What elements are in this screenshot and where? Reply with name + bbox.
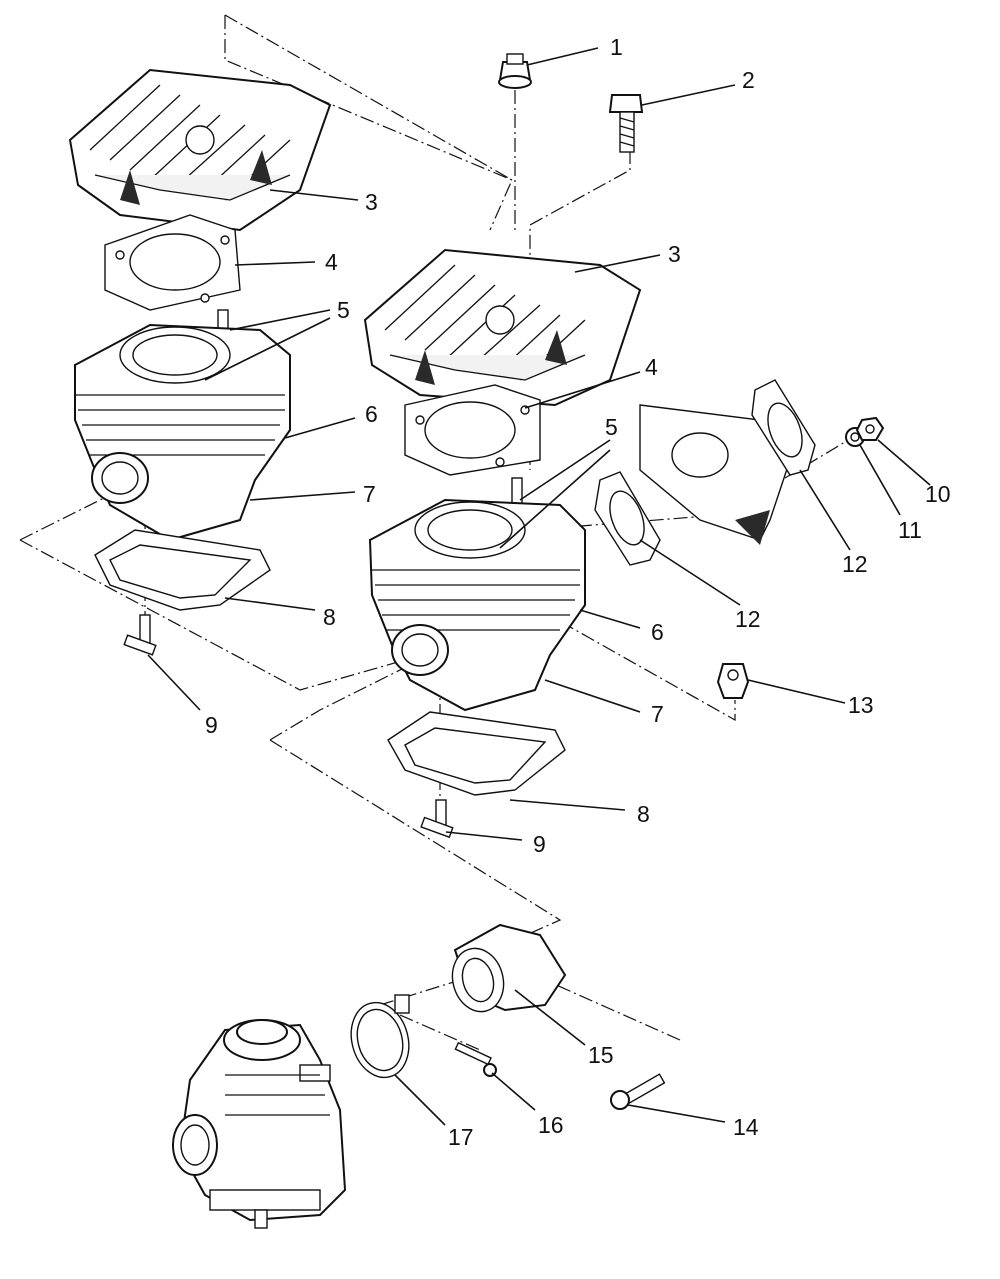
callout-14: 14 bbox=[733, 1114, 759, 1140]
intake-boot-15 bbox=[451, 923, 567, 1013]
cylinder-head-center bbox=[363, 248, 642, 407]
callout-5-center: 5 bbox=[605, 414, 618, 440]
fitting-left bbox=[123, 614, 157, 656]
callout-16: 16 bbox=[538, 1112, 564, 1138]
callout-12-right: 12 bbox=[842, 551, 868, 577]
callout-6-left: 6 bbox=[365, 401, 378, 427]
bolt-2 bbox=[608, 94, 644, 153]
callout-4-left: 4 bbox=[325, 249, 338, 275]
callout-1: 1 bbox=[610, 34, 623, 60]
callout-9-center: 9 bbox=[533, 831, 546, 857]
nut-13 bbox=[716, 663, 750, 699]
cylinder-head-left bbox=[68, 68, 332, 232]
head-gasket-center bbox=[404, 384, 541, 476]
callout-3-center: 3 bbox=[668, 241, 681, 267]
callout-8-left: 8 bbox=[323, 604, 336, 630]
callout-4-center: 4 bbox=[645, 354, 658, 380]
callout-15: 15 bbox=[588, 1042, 614, 1068]
nut-10 bbox=[855, 416, 885, 441]
callout-7-center: 7 bbox=[651, 701, 664, 727]
cylinder-center bbox=[368, 498, 586, 712]
base-gasket-left bbox=[94, 529, 271, 611]
exhaust-gasket-b bbox=[751, 379, 816, 476]
callout-13: 13 bbox=[848, 692, 874, 718]
callout-7-left: 7 bbox=[363, 481, 376, 507]
callout-5-left: 5 bbox=[337, 297, 350, 323]
base-gasket-center bbox=[387, 711, 566, 796]
callout-9-left: 9 bbox=[205, 712, 218, 738]
fitting-center bbox=[420, 799, 454, 839]
carburetor bbox=[172, 1019, 347, 1229]
callout-10: 10 bbox=[925, 481, 951, 507]
head-gasket-left bbox=[104, 214, 241, 311]
exhaust-bracket bbox=[639, 404, 791, 545]
callout-12-center: 12 bbox=[735, 606, 761, 632]
clamp-17 bbox=[350, 994, 410, 1079]
callout-8-center: 8 bbox=[637, 801, 650, 827]
bolt-14 bbox=[610, 1073, 666, 1110]
callout-11: 11 bbox=[898, 517, 922, 543]
leader-lines bbox=[147, 47, 931, 1126]
callout-2: 2 bbox=[742, 67, 755, 93]
exhaust-gasket-a bbox=[594, 471, 661, 566]
nut-1 bbox=[498, 53, 532, 89]
callout-labels: 1 2 3 3 4 4 5 5 6 6 7 7 8 8 9 9 10 11 12… bbox=[205, 34, 951, 1150]
callout-6-center: 6 bbox=[651, 619, 664, 645]
callout-17: 17 bbox=[448, 1124, 474, 1150]
callout-3-left: 3 bbox=[365, 189, 378, 215]
cylinder-left bbox=[74, 323, 291, 542]
